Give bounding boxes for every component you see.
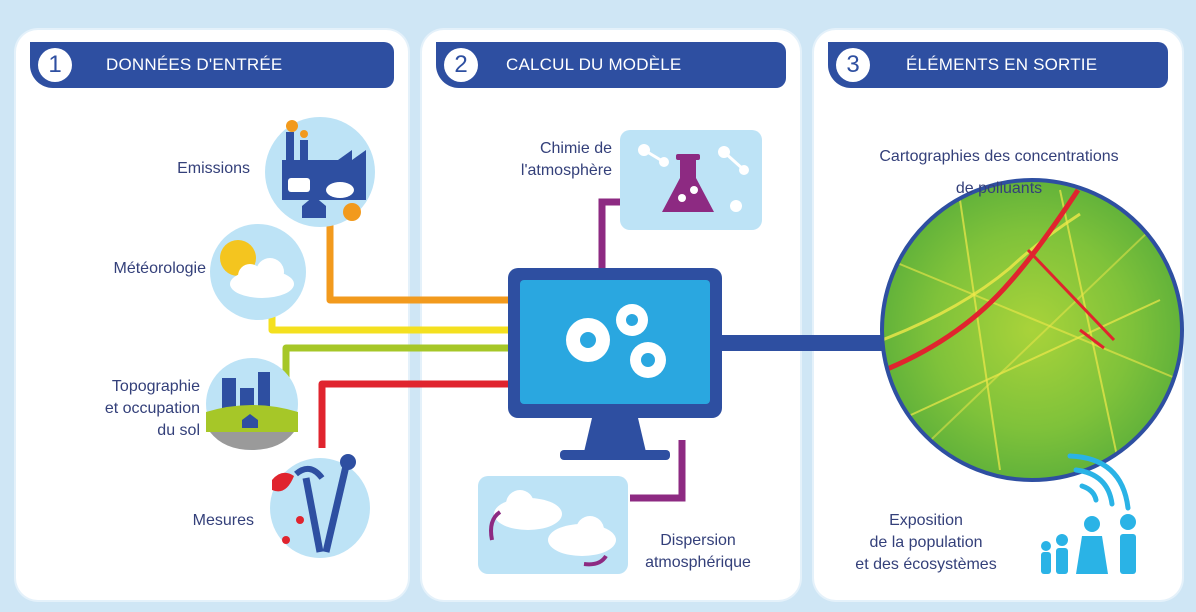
- label-topographie: Topographie et occupation du sol: [40, 376, 200, 442]
- panel-title-3: ÉLÉMENTS EN SORTIE: [906, 55, 1098, 74]
- panel-header-1: 1 DONNÉES D'ENTRÉE: [30, 42, 394, 88]
- input-connectors: [268, 222, 520, 448]
- mesures-connector: [318, 380, 520, 448]
- panel-header-2: 2 CALCUL DU MODÈLE: [436, 42, 786, 88]
- label-topographie-line-2: et occupation: [104, 400, 200, 417]
- measurement-instruments-icon: [270, 454, 370, 558]
- weather-icon: [210, 224, 306, 320]
- step-number-3: 3: [836, 48, 870, 82]
- label-exposition-line-3: et des écosystèmes: [855, 556, 997, 573]
- output-connector: [722, 335, 890, 351]
- label-chimie: Chimie de l'atmosphère: [484, 138, 612, 182]
- panel-title-1: DONNÉES D'ENTRÉE: [106, 55, 283, 74]
- label-dispersion-line-2: atmosphérique: [645, 554, 751, 571]
- chimie-connector: [598, 198, 628, 268]
- label-chimie-line-2: l'atmosphère: [520, 162, 612, 179]
- label-exposition-line-2: de la population: [869, 534, 983, 551]
- label-meteorologie: Météorologie: [113, 260, 207, 277]
- step-number-1: 1: [38, 48, 72, 82]
- label-exposition-line-1: Exposition: [889, 512, 963, 529]
- panel-title-2: CALCUL DU MODÈLE: [506, 55, 682, 74]
- step-number-2: 2: [444, 48, 478, 82]
- chemistry-flask-icon: [620, 130, 762, 230]
- label-topographie-line-1: Topographie: [111, 378, 200, 395]
- label-chimie-line-1: Chimie de: [539, 140, 612, 157]
- label-exposition: Exposition de la population et des écosy…: [836, 510, 1016, 576]
- factory-icon: [265, 117, 375, 227]
- label-mesures: Mesures: [192, 512, 254, 529]
- people-icon: [1041, 514, 1136, 574]
- label-emissions: Emissions: [177, 160, 250, 177]
- label-cartographies-line-1: Cartographies des concentrations: [879, 148, 1119, 165]
- signal-waves-icon: [1067, 453, 1131, 511]
- label-topographie-line-3: du sol: [157, 422, 200, 439]
- computer-gears-icon: [508, 268, 722, 460]
- emissions-connector: [326, 222, 520, 304]
- dispersion-connector: [630, 440, 686, 502]
- label-cartographies-line-2: de polluants: [955, 180, 1043, 197]
- panel-header-3: 3 ÉLÉMENTS EN SORTIE: [828, 42, 1168, 88]
- label-cartographies: Cartographies des concentrations de poll…: [834, 146, 1164, 200]
- dispersion-clouds-icon: [478, 476, 628, 574]
- meteorologie-connector: [268, 302, 520, 334]
- pollution-concentration-map: [880, 178, 1184, 482]
- landscape-icon: [206, 358, 298, 450]
- label-dispersion-line-1: Dispersion: [660, 532, 736, 549]
- label-dispersion: Dispersion atmosphérique: [628, 530, 768, 574]
